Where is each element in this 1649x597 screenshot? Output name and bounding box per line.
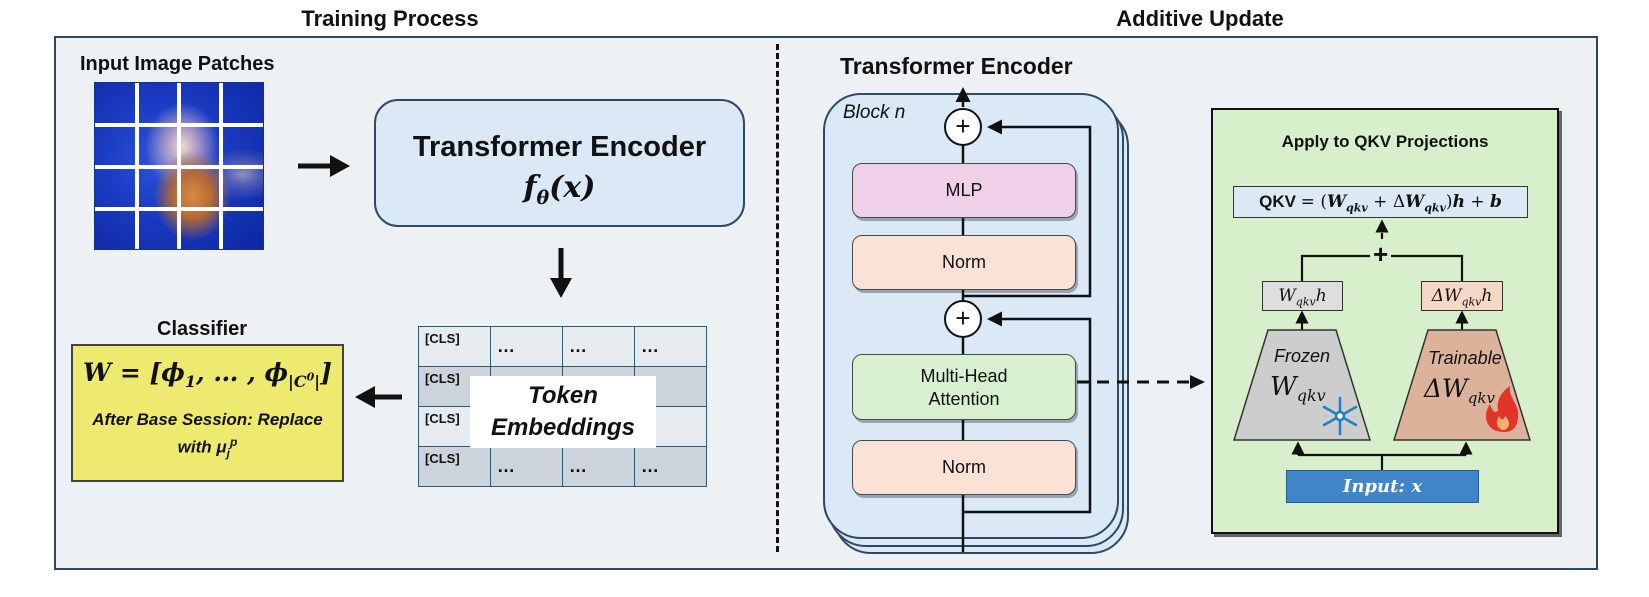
classifier-note: After Base Session: Replace with μjp	[92, 410, 323, 461]
block-n-label: Block n	[843, 102, 906, 123]
qkv-formula-box: QKV = (Wqkv + ΔWqkv)h + b	[1233, 186, 1528, 218]
frozen-label: Frozen	[1274, 346, 1331, 366]
additive-update-title: Additive Update	[1116, 6, 1284, 31]
green-panel-title: Apply to QKV Projections	[1281, 132, 1489, 151]
merge-plus: +	[1370, 240, 1392, 268]
table-cell: …	[490, 326, 563, 367]
norm-top-block: Norm	[852, 235, 1076, 290]
trainable-label: Trainable	[1428, 348, 1502, 368]
frozen-output-box: Wqkvh	[1262, 281, 1343, 311]
encoder-formula: fθ(x)	[523, 170, 596, 209]
training-process-title: Training Process	[301, 6, 479, 31]
transformer-encoder-box: Transformer Encoder fθ(x)	[374, 99, 745, 227]
arrow-encoder-to-tokens	[550, 248, 572, 298]
encoder-title: Transformer Encoder	[412, 131, 707, 163]
multi-head-attention-block: Multi-Head Attention	[852, 354, 1076, 420]
classifier-box: W = [ϕ1, … , ϕ|C0|] After Base Session: …	[71, 344, 344, 482]
jellyfish-image-patches	[94, 82, 264, 250]
arrow-tokens-to-classifier	[355, 386, 402, 408]
frozen-weight-symbol: Wqkv	[1270, 372, 1326, 406]
table-cell: …	[634, 446, 707, 487]
table-cell: …	[490, 446, 563, 487]
snowflake-icon	[1322, 396, 1358, 436]
table-cell: …	[562, 446, 635, 487]
section-divider	[776, 44, 779, 552]
table-row: [CLS] … … …	[418, 326, 707, 367]
trainable-weight-symbol: ΔWqkv	[1424, 374, 1495, 407]
right-encoder-title: Transformer Encoder	[840, 53, 1073, 79]
block-flow-lines	[955, 87, 1092, 552]
table-cell: …	[634, 326, 707, 367]
input-patches-label: Input Image Patches	[80, 53, 275, 75]
classifier-label: Classifier	[157, 318, 248, 340]
table-cell: …	[562, 326, 635, 367]
mlp-block: MLP	[852, 163, 1076, 218]
residual-add-top: +	[944, 108, 982, 146]
dashed-arrow-to-qkv	[1077, 375, 1205, 389]
cls-token: [CLS]	[418, 446, 491, 487]
residual-add-bottom: +	[944, 300, 982, 338]
table-row: [CLS] … … …	[418, 446, 707, 487]
classifier-formula: W = [ϕ1, … , ϕ|C0|]	[83, 358, 332, 391]
arrow-patches-to-encoder	[298, 155, 350, 177]
cls-token: [CLS]	[418, 326, 491, 367]
norm-bottom-block: Norm	[852, 440, 1076, 495]
flame-icon	[1486, 386, 1519, 432]
input-x-box: Input: x	[1286, 470, 1479, 503]
qkv-projection-panel	[1211, 108, 1559, 534]
token-embeddings-label: Token Embeddings	[470, 376, 656, 448]
trainable-output-box: ΔWqkvh	[1421, 281, 1503, 311]
